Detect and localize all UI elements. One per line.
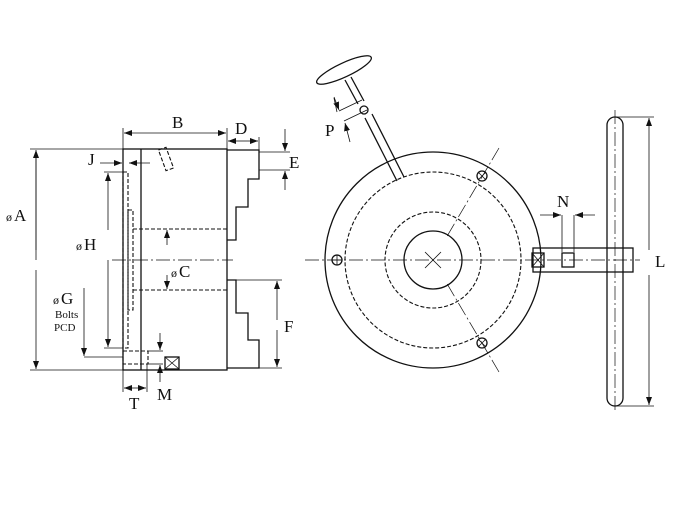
- dim-E-label: E: [289, 153, 299, 172]
- bolt-hole-top: [476, 170, 488, 182]
- bottom-jaw: [227, 279, 260, 369]
- key-handle: [316, 55, 372, 85]
- pcd-label: PCD: [54, 322, 75, 334]
- key-shaft-lower: [364, 113, 405, 182]
- dim-P-label: P: [325, 121, 334, 140]
- dim-L-label: L: [655, 252, 665, 271]
- drive-square: [531, 252, 545, 268]
- upper-center-line: [445, 147, 500, 239]
- center-mark: [424, 251, 442, 269]
- mounting-bolt: [122, 350, 149, 365]
- drive-shaft: [532, 247, 634, 273]
- chuck-key: P: [316, 55, 405, 182]
- dim-T-label: T: [129, 394, 140, 413]
- key-ball: [359, 105, 369, 115]
- chuck-face: [324, 151, 542, 369]
- socket-cross: [164, 356, 180, 370]
- dim-D-label: D: [235, 119, 247, 138]
- key-screw: [157, 146, 175, 172]
- dim-B-label: B: [172, 113, 183, 132]
- front-view: P N L: [305, 55, 665, 412]
- inner-recess: [127, 209, 134, 311]
- handwheel-assembly: N L: [531, 110, 665, 412]
- shaft-square: [561, 252, 575, 268]
- dim-F-label: F: [284, 317, 293, 336]
- bolt-hole-bottom: [476, 337, 488, 349]
- bolts-label: Bolts: [55, 309, 78, 321]
- lower-center-line: [445, 281, 500, 373]
- top-jaw: [227, 149, 260, 241]
- bolt-hole-left: [331, 254, 343, 266]
- key-shaft-upper: [344, 76, 365, 105]
- square-socket: [164, 356, 180, 370]
- dim-N-label: N: [557, 192, 569, 211]
- dim-J-label: J: [88, 150, 95, 169]
- dim-M-label: M: [157, 385, 172, 404]
- chuck-body: [122, 148, 228, 371]
